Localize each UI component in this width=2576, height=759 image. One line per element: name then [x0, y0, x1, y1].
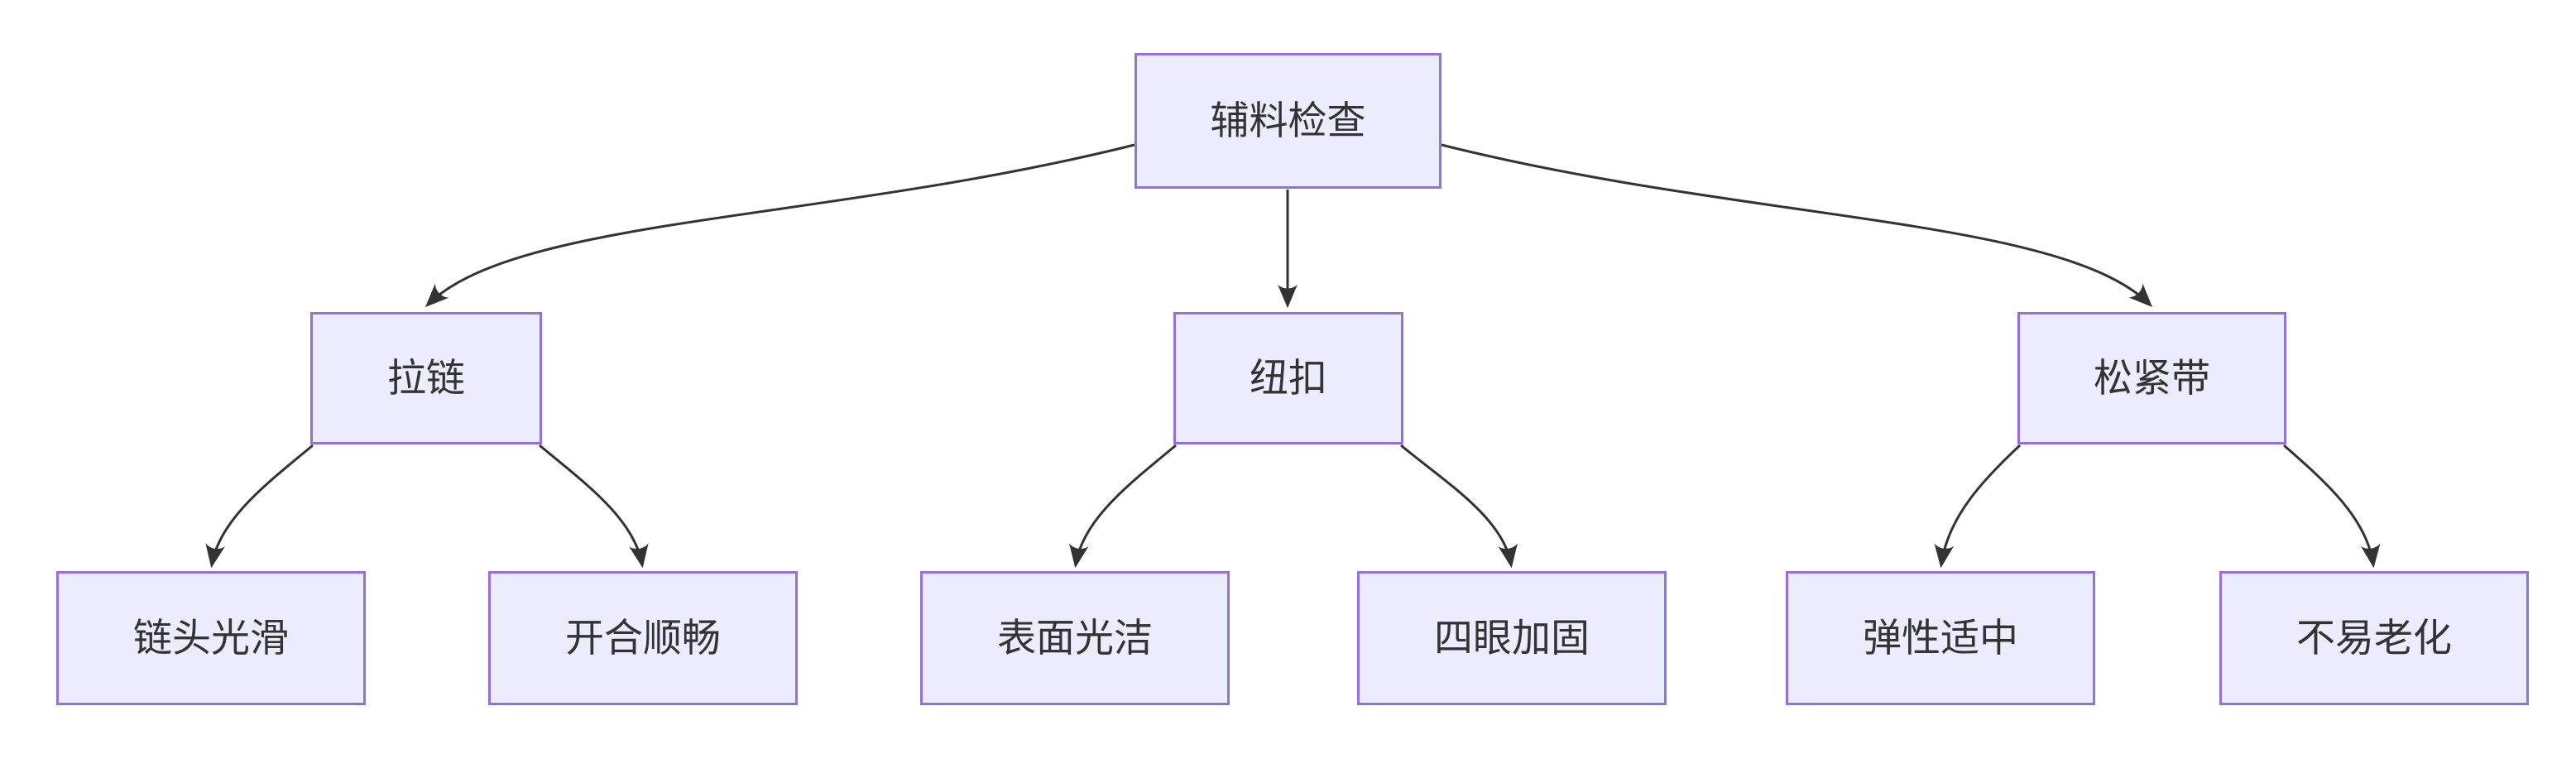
- node-label: 链头光滑: [133, 615, 289, 660]
- edge-elastic-leaf6: [2283, 444, 2381, 569]
- node-label: 纽扣: [1250, 355, 1327, 400]
- node-label: 开合顺畅: [565, 615, 721, 660]
- node-label: 不易老化: [2296, 615, 2452, 660]
- node-zipper: 拉链: [310, 312, 542, 444]
- node-open-close-smooth: 开合顺畅: [488, 571, 798, 705]
- edge-root-elastic: [1441, 143, 2153, 308]
- node-button: 纽扣: [1173, 312, 1403, 444]
- node-chain-head-smooth: 链头光滑: [56, 571, 366, 705]
- node-elastic-band: 松紧带: [2017, 312, 2286, 444]
- node-elasticity-moderate: 弹性适中: [1786, 571, 2095, 705]
- node-label: 拉链: [387, 355, 465, 400]
- node-surface-clean: 表面光洁: [920, 571, 1230, 705]
- node-accessory-check: 辅料检查: [1134, 53, 1442, 189]
- edge-zipper-leaf1: [205, 444, 314, 569]
- edge-root-zipper: [425, 143, 1135, 307]
- node-label: 四眼加固: [1434, 615, 1590, 660]
- edge-zipper-leaf2: [539, 444, 649, 569]
- node-four-hole-reinforced: 四眼加固: [1357, 571, 1667, 705]
- node-label: 表面光洁: [997, 615, 1153, 660]
- edge-button-leaf4: [1400, 444, 1518, 569]
- edge-elastic-leaf5: [1934, 444, 2022, 569]
- node-aging-resistant: 不易老化: [2219, 571, 2529, 705]
- node-label: 辅料检查: [1210, 98, 1366, 142]
- edge-button-leaf3: [1068, 444, 1177, 569]
- node-label: 弹性适中: [1863, 615, 2018, 660]
- node-label: 松紧带: [2094, 355, 2210, 400]
